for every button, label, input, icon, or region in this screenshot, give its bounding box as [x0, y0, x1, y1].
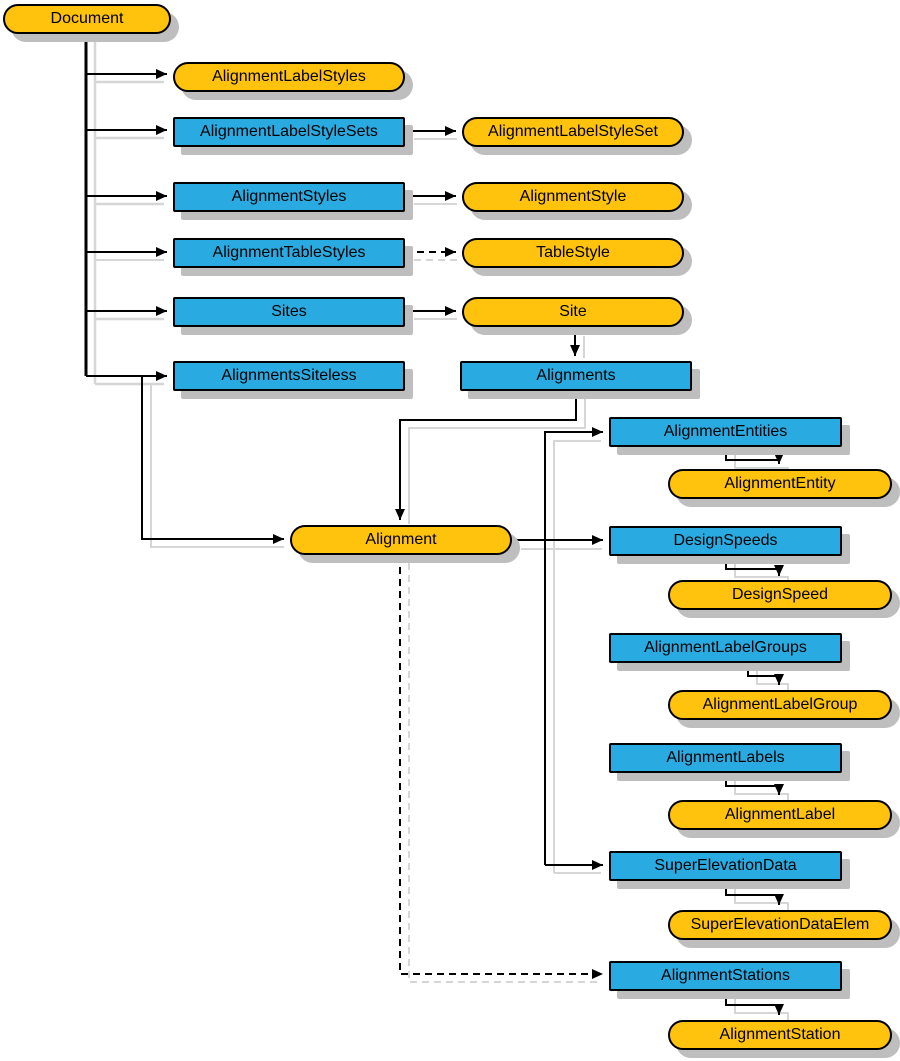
- edge-alignmentlabels-alignmentlabel: [725, 772, 784, 795]
- edge-alignmentstations-alignmentstation: [725, 991, 784, 1015]
- node-alignments[interactable]: Alignments: [460, 361, 692, 391]
- node-alignment-station[interactable]: AlignmentStation: [668, 1020, 892, 1050]
- node-document[interactable]: Document: [3, 4, 171, 34]
- node-alignment-stations[interactable]: AlignmentStations: [609, 961, 842, 991]
- node-label: AlignmentsSiteless: [221, 367, 357, 384]
- node-label: Sites: [271, 303, 307, 320]
- node-label: SuperElevationDataElem: [690, 916, 870, 933]
- node-alignment-style[interactable]: AlignmentStyle: [462, 182, 684, 212]
- node-label: AlignmentLabelGroups: [644, 639, 807, 656]
- node-label: AlignmentEntity: [724, 475, 836, 492]
- node-label: AlignmentStation: [719, 1026, 841, 1043]
- node-alignment[interactable]: Alignment: [290, 525, 512, 555]
- node-label: Alignments: [536, 367, 616, 384]
- node-label: AlignmentStyles: [231, 188, 347, 205]
- node-alignment-label-style-sets[interactable]: AlignmentLabelStyleSets: [173, 117, 405, 147]
- node-label: Document: [50, 10, 124, 27]
- node-super-elevation-data-elem[interactable]: SuperElevationDataElem: [668, 910, 892, 940]
- node-label: Site: [559, 303, 587, 320]
- node-label: AlignmentLabelStyles: [212, 68, 366, 85]
- node-label: SuperElevationData: [654, 857, 797, 874]
- node-alignment-label-styles[interactable]: AlignmentLabelStyles: [173, 62, 405, 92]
- node-alignments-siteless[interactable]: AlignmentsSiteless: [173, 361, 405, 391]
- node-alignment-label-style-set[interactable]: AlignmentLabelStyleSet: [462, 117, 684, 147]
- node-alignment-label[interactable]: AlignmentLabel: [668, 800, 892, 830]
- node-label: AlignmentLabelStyleSet: [488, 123, 658, 140]
- edge-alignments-alignment: [395, 390, 577, 520]
- node-alignment-styles[interactable]: AlignmentStyles: [173, 182, 405, 212]
- node-label: AlignmentEntities: [663, 423, 788, 440]
- edge-designspeeds-designspeed: [725, 556, 784, 576]
- node-alignment-label-groups[interactable]: AlignmentLabelGroups: [609, 633, 842, 663]
- node-label: AlignmentLabel: [724, 806, 836, 823]
- edge-alignment-alignmententities: [544, 427, 603, 865]
- node-label: AlignmentLabels: [666, 749, 785, 766]
- node-alignment-entities[interactable]: AlignmentEntities: [609, 417, 842, 447]
- node-table-style[interactable]: TableStyle: [462, 238, 684, 268]
- node-label: DesignSpeeds: [673, 532, 778, 549]
- edge-document-alignment: [141, 376, 284, 544]
- node-design-speeds[interactable]: DesignSpeeds: [609, 526, 842, 556]
- node-label: TableStyle: [536, 244, 610, 261]
- node-label: AlignmentLabelGroup: [702, 696, 858, 713]
- node-label: AlignmentLabelStyleSets: [200, 123, 378, 140]
- node-label: AlignmentTableStyles: [212, 244, 366, 261]
- edge-alignmententities-alignmententity: [725, 447, 784, 464]
- node-super-elevation-data[interactable]: SuperElevationData: [609, 851, 842, 881]
- node-alignment-label-group[interactable]: AlignmentLabelGroup: [668, 690, 892, 720]
- edge-superelevationdata-superelevationdataelem: [725, 881, 784, 905]
- node-label: DesignSpeed: [731, 586, 829, 603]
- edge-alignmentlabelgroups-alignmentlabelgroup: [747, 662, 784, 685]
- node-site[interactable]: Site: [462, 297, 684, 327]
- node-design-speed[interactable]: DesignSpeed: [668, 580, 892, 610]
- node-alignment-entity[interactable]: AlignmentEntity: [668, 469, 892, 499]
- node-sites[interactable]: Sites: [173, 297, 405, 327]
- node-alignment-labels[interactable]: AlignmentLabels: [609, 743, 842, 773]
- edge-alignment-alignmentstations: [399, 555, 603, 979]
- node-label: AlignmentStations: [661, 967, 790, 984]
- node-alignment-table-styles[interactable]: AlignmentTableStyles: [173, 238, 405, 268]
- edge-lines: [84, 33, 784, 1015]
- node-label: Alignment: [365, 531, 437, 548]
- node-label: AlignmentStyle: [519, 188, 627, 205]
